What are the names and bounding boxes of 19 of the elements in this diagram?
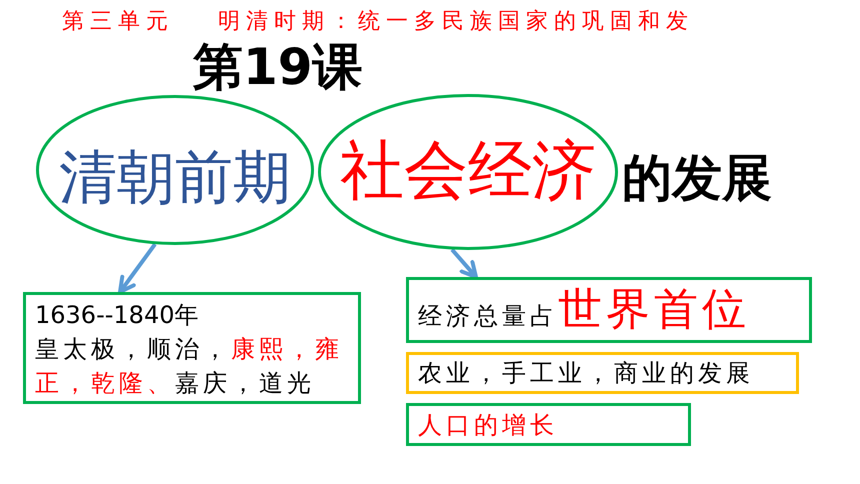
- arrow: [118, 243, 157, 294]
- emperor-list: 皇太极，顺治，康熙，雍正，乾隆、嘉庆，道光: [35, 332, 348, 400]
- topic-oval: [36, 95, 314, 245]
- info-panel: [23, 292, 361, 404]
- lesson-title: 第19课: [193, 40, 363, 95]
- info-panel: [406, 277, 812, 343]
- info-text: 人口的增长: [418, 410, 558, 440]
- info-panel: [406, 403, 691, 446]
- arrow: [450, 248, 478, 279]
- title-suffix: 的发展: [622, 148, 772, 208]
- topic-title: 社会经济: [340, 135, 596, 209]
- info-text: 农业，手工业，商业的发展: [418, 358, 754, 389]
- topic-title: 清朝前期: [59, 144, 291, 210]
- info-text: 经济总量占世界首位: [418, 288, 750, 332]
- unit-heading: 第三单元: [62, 9, 174, 36]
- period-text: 1636--1840年: [35, 300, 198, 331]
- unit-subtitle: 明清时期：统一多民族国家的巩固和发: [218, 9, 694, 36]
- topic-oval: [318, 94, 618, 250]
- info-panel: [406, 352, 799, 394]
